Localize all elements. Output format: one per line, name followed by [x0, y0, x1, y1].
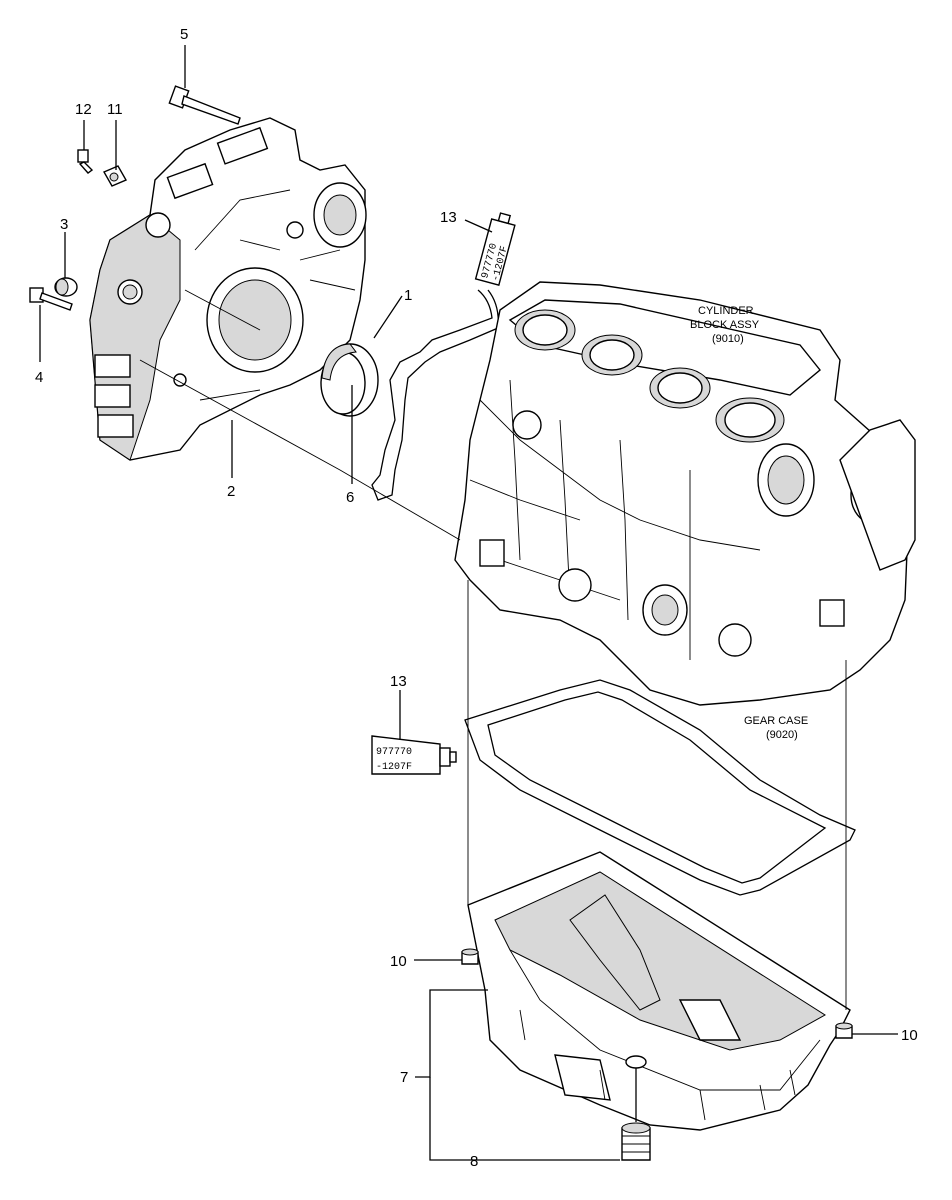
callout-13-lower: 13	[390, 673, 407, 690]
oil-pan-gasket	[464, 679, 856, 896]
sensor-11	[103, 165, 127, 187]
flywheel-housing	[89, 117, 367, 461]
callout-numbers: 5 12 11 3 4 2 6 1 13 13 10 10 7 8	[35, 26, 918, 1170]
gasket-1	[371, 289, 499, 501]
bolt-10-right	[835, 1022, 853, 1039]
plug-3	[54, 277, 78, 297]
screw-12	[77, 149, 94, 174]
sealant-tube-lower: 977770 -1207F	[371, 735, 457, 775]
callout-8: 8	[470, 1153, 478, 1170]
gear-case-label: GEAR CASE	[744, 715, 808, 727]
callout-12: 12	[75, 101, 92, 118]
sealant-code-line2-lower: -1207F	[376, 762, 412, 773]
bolt-10-left	[461, 948, 479, 965]
alignment-lines	[139, 289, 847, 1010]
cylinder-block-code: (9010)	[712, 333, 744, 345]
callout-5: 5	[180, 26, 188, 43]
gear-case-code: (9020)	[766, 729, 798, 741]
cylinder-block-label-line2: BLOCK ASSY	[690, 319, 760, 331]
drain-plug-8	[621, 1055, 651, 1161]
callout-13-upper: 13	[440, 209, 457, 226]
callout-1: 1	[404, 287, 412, 304]
callout-7: 7	[400, 1069, 408, 1086]
callout-6: 6	[346, 489, 354, 506]
callout-11: 11	[107, 101, 123, 118]
callout-10-left: 10	[390, 953, 407, 970]
callout-10-right: 10	[901, 1027, 918, 1044]
leader-lines	[39, 45, 898, 1161]
callout-3: 3	[60, 216, 68, 233]
callout-2: 2	[227, 483, 235, 500]
callout-4: 4	[35, 369, 43, 386]
bolt-4	[29, 287, 73, 311]
oil-pan-7	[467, 851, 851, 1131]
oil-seal-6	[320, 343, 379, 417]
cylinder-block-label-line1: CYLINDER	[698, 305, 754, 317]
sealant-tube-upper: 977770 -1207F	[474, 212, 516, 286]
bolt-5	[168, 85, 241, 125]
sealant-code-line1-lower: 977770	[376, 747, 412, 758]
cylinder-block	[454, 281, 916, 706]
assembly-labels: CYLINDER BLOCK ASSY (9010) GEAR CASE (90…	[690, 305, 808, 741]
